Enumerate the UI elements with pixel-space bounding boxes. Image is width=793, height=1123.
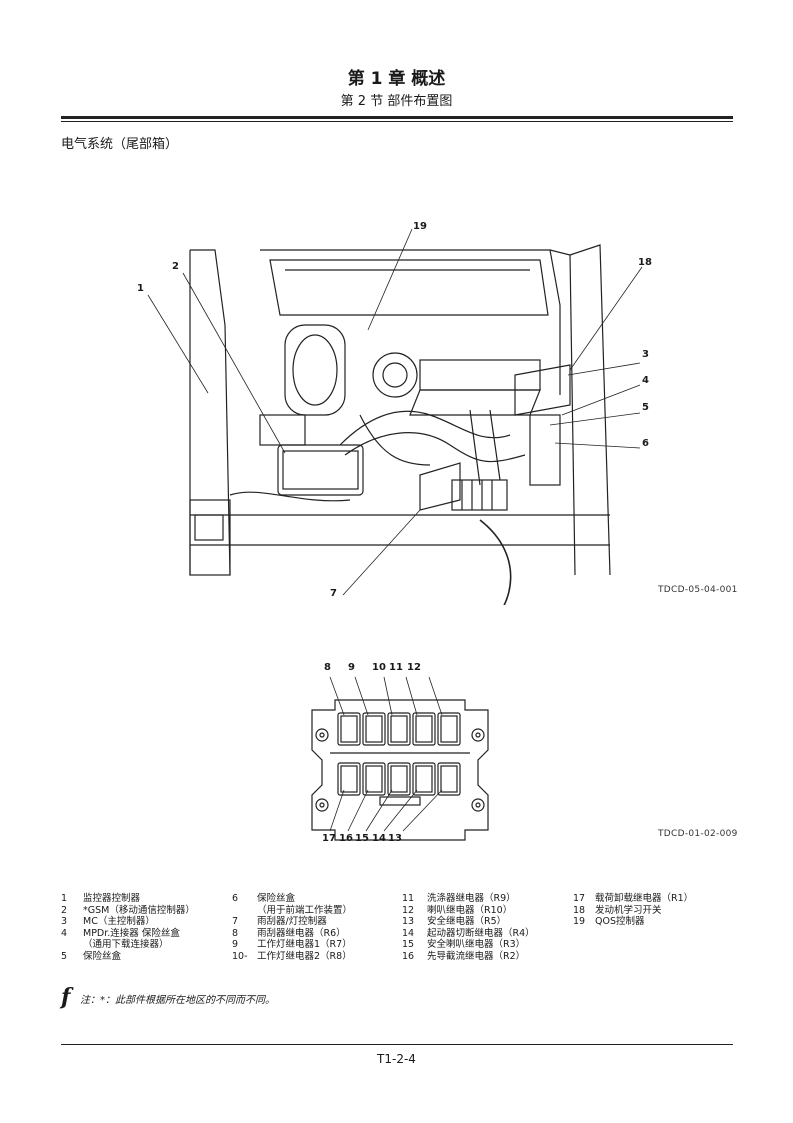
callout-4: 4	[642, 375, 649, 386]
figure-reference-bottom: TDCD-01-02-009	[658, 829, 738, 839]
legend-item: （用于前端工作装置）	[257, 904, 353, 916]
callout-12: 12	[407, 662, 421, 673]
figure-reference-top: TDCD-05-04-001	[658, 585, 738, 595]
callout-13: 13	[388, 833, 402, 844]
callout-14: 14	[372, 833, 386, 844]
callout-9: 9	[348, 662, 355, 673]
footer-rule	[61, 1044, 733, 1045]
header-rule-thin	[61, 121, 733, 122]
callout-6: 6	[642, 438, 649, 449]
legend-item: 10-工作灯继电器2（R8）	[232, 950, 352, 962]
callout-11: 11	[389, 662, 403, 673]
section-title: 第 2 节 部件布置图	[340, 94, 453, 109]
header-rule-thick	[61, 116, 733, 119]
tail-box-illustration	[147, 228, 643, 605]
callout-10: 10	[372, 662, 386, 673]
callout-16: 16	[339, 833, 353, 844]
callout-2: 2	[172, 261, 179, 272]
callout-7: 7	[330, 588, 337, 599]
callout-3: 3	[642, 349, 649, 360]
callout-8: 8	[324, 662, 331, 673]
callout-1: 1	[137, 283, 144, 294]
legend-item: （通用下载连接器）	[83, 939, 169, 950]
relay-block-illustration	[311, 676, 489, 841]
callout-15: 15	[355, 833, 369, 844]
callout-5: 5	[642, 402, 649, 413]
callout-17: 17	[322, 833, 336, 844]
note-text: 注：*：此部件根据所在地区的不同而不同。	[80, 995, 275, 1006]
page-number: T1-2-4	[377, 1052, 416, 1066]
callout-18: 18	[638, 257, 652, 268]
note-icon: f	[61, 984, 71, 1010]
chapter-title: 第 1 章 概述	[347, 69, 446, 89]
callout-19: 19	[413, 221, 427, 232]
legend-item: 2*GSM（移动通信控制器）	[61, 904, 195, 916]
subsection-title: 电气系统（尾部箱）	[61, 137, 179, 152]
